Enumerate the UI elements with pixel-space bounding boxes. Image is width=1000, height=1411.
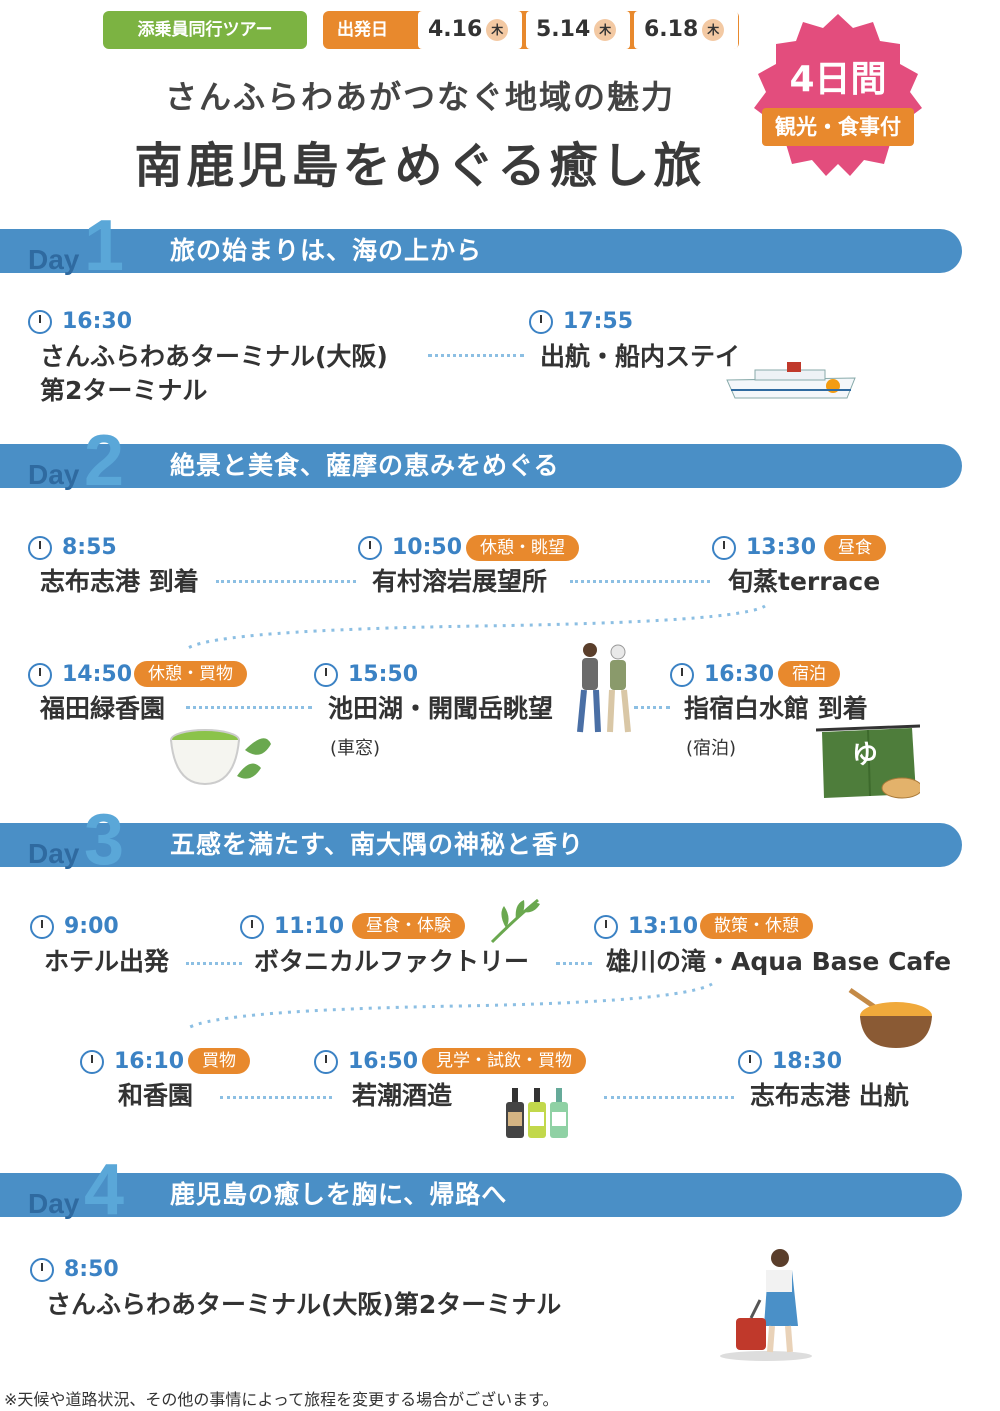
badge-note: 観光・食事付 (762, 108, 914, 146)
onsen-noren-icon: ゆ (816, 724, 920, 800)
day2-stop6-time: 16:30 (670, 660, 774, 690)
clock-icon (738, 1050, 762, 1074)
clock-icon (358, 536, 382, 560)
route-connector (604, 1096, 734, 1099)
route-connector (186, 706, 312, 709)
day1-stop1-place: さんふらわあターミナル(大阪)第2ターミナル (40, 342, 388, 405)
day3-stop6-time: 18:30 (738, 1047, 842, 1077)
page-title: 南鹿児島をめぐる癒し旅 (134, 138, 706, 194)
day3-stop3-activity: 散策・休憩 (700, 913, 813, 939)
day3-stop1-time: 9:00 (30, 912, 119, 942)
footnote: ※天候や道路状況、その他の事情によって旅程を変更する場合がございます。 (4, 1390, 559, 1409)
route-curve (187, 604, 766, 650)
day2-label: Day 2 (28, 421, 125, 501)
duration-badge: 4日間 観光・食事付 (748, 8, 928, 188)
day2-stop1-time: 8:55 (28, 533, 117, 563)
day2-band: 絶景と美食、薩摩の恵みをめぐる (0, 444, 962, 488)
clock-icon (314, 663, 338, 687)
day2-stop3-time: 13:30 (712, 533, 816, 563)
day2-title: 絶景と美食、薩摩の恵みをめぐる (170, 451, 560, 480)
day2-stop4-time: 14:50 (28, 660, 132, 690)
sake-bottles-icon (506, 1088, 568, 1138)
day2-stop4-activity: 休憩・買物 (134, 661, 247, 687)
clock-icon (80, 1050, 104, 1074)
day1-stop2-time: 17:55 (529, 307, 633, 337)
route-connector (220, 1096, 332, 1099)
day4-stop1-place: さんふらわあターミナル(大阪)第2ターミナル (46, 1290, 562, 1319)
day3-stop1-place: ホテル出発 (44, 947, 170, 976)
day2-stop1-place: 志布志港 到着 (40, 567, 199, 596)
badge-days: 4日間 (789, 59, 887, 100)
day3-stop5-place: 若潮酒造 (352, 1081, 453, 1110)
day1-stop1-time: 16:30 (28, 307, 132, 337)
green-tea-icon (170, 729, 271, 786)
route-connector (186, 962, 242, 965)
clock-icon (594, 915, 618, 939)
day3-title: 五感を満たす、南大隅の神秘と香り (170, 830, 585, 859)
day3-stop4-place: 和香園 (118, 1081, 194, 1110)
clock-icon (30, 915, 54, 939)
day3-stop2-place: ボタニカルファクトリー (254, 947, 530, 976)
day4-title: 鹿児島の癒しを胸に、帰路へ (170, 1180, 508, 1209)
page-subtitle: さんふらわあがつなぐ地域の魅力 (164, 78, 675, 116)
day4-stop1-time: 8:50 (30, 1255, 119, 1285)
day2-stop4-place: 福田緑香園 (40, 694, 166, 723)
day3-stop3-time: 13:10 (594, 912, 698, 942)
day2-stop5-time: 15:50 (314, 660, 418, 690)
herb-leaf-icon (490, 898, 540, 944)
route-curve (187, 982, 713, 1030)
tour-type-tag: 添乗員同行ツアー (103, 11, 307, 49)
clock-icon (670, 663, 694, 687)
day3-stop6-place: 志布志港 出航 (750, 1081, 909, 1110)
day1-stop2-place: 出航・船内ステイ (540, 342, 741, 371)
day2-stop5-place: 池田湖・開聞岳眺望 (328, 694, 554, 723)
day2-stop3-place: 旬蒸terrace (728, 567, 881, 596)
walking-couple-icon (577, 643, 631, 733)
route-connector (634, 706, 670, 709)
day2-stop6-place: 指宿白水館 到着 (684, 694, 868, 723)
clock-icon (240, 915, 264, 939)
day3-stop5-activity: 見学・試飲・買物 (422, 1048, 586, 1074)
day1-title: 旅の始まりは、海の上から (170, 236, 483, 265)
day3-stop4-time: 16:10 (80, 1047, 184, 1077)
day3-stop4-activity: 買物 (188, 1048, 250, 1074)
day2-stop2-activity: 休憩・眺望 (466, 535, 579, 561)
day2-stop5-note: (車窓) (330, 738, 381, 759)
ferry-icon (726, 362, 856, 399)
day2-stop6-note: (宿泊) (686, 738, 737, 759)
day3-stop2-time: 11:10 (240, 912, 344, 942)
clock-icon (30, 1258, 54, 1282)
route-connector (570, 580, 710, 583)
clock-icon (28, 310, 52, 334)
day2-stop3-activity: 昼食 (824, 535, 886, 561)
clock-icon (529, 310, 553, 334)
clock-icon (28, 663, 52, 687)
day3-stop3-place: 雄川の滝・Aqua Base Cafe (606, 947, 952, 976)
day2-stop2-time: 10:50 (358, 533, 462, 563)
day1-band: 旅の始まりは、海の上から (0, 229, 962, 273)
noren-char: ゆ (852, 740, 879, 770)
day3-stop5-time: 16:50 (314, 1047, 418, 1077)
route-connector (428, 354, 524, 357)
departure-label: 出発日 (337, 20, 388, 40)
food-bowl-icon (848, 987, 932, 1048)
day1-label: Day 1 (28, 206, 125, 286)
day4-label: Day 4 (28, 1150, 125, 1230)
day4-band: 鹿児島の癒しを胸に、帰路へ (0, 1173, 962, 1217)
traveler-with-suitcase-icon (720, 1249, 812, 1361)
route-connector (556, 962, 592, 965)
day2-stop6-activity: 宿泊 (778, 661, 840, 687)
day2-stop2-place: 有村溶岩展望所 (372, 567, 548, 596)
day3-band: 五感を満たす、南大隅の神秘と香り (0, 823, 962, 867)
clock-icon (314, 1050, 338, 1074)
clock-icon (28, 536, 52, 560)
day3-label: Day 3 (28, 800, 125, 880)
route-connector (216, 580, 356, 583)
clock-icon (712, 536, 736, 560)
day3-stop2-activity: 昼食・体験 (352, 913, 465, 939)
